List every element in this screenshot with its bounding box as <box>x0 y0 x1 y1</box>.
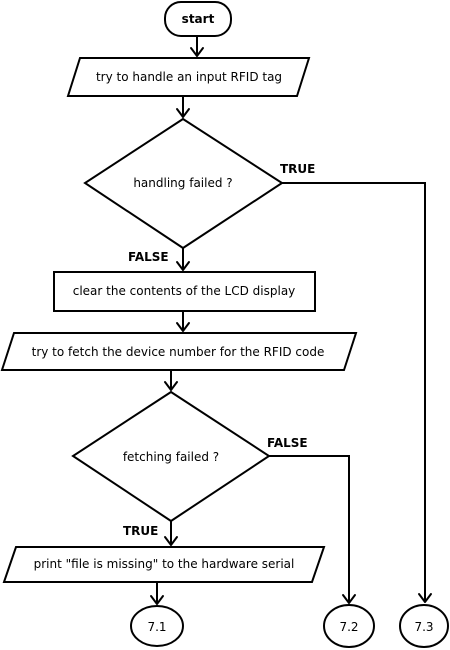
clear-lcd-node: clear the contents of the LCD display <box>53 271 316 312</box>
fetching-failed-label: fetching failed ? <box>123 450 219 464</box>
handling-false-label: FALSE <box>128 250 169 264</box>
edge-fetching-false-to-7-2 <box>269 455 356 604</box>
edge-handling-false-to-clear <box>176 248 190 271</box>
edge-print-to-7-1 <box>150 582 164 605</box>
handle-tag-node: try to handle an input RFID tag <box>66 57 311 97</box>
edge-fetching-true-to-print <box>164 521 178 546</box>
connector-7-2-label: 7.2 <box>339 620 358 634</box>
edge-handling-true-to-7-3 <box>282 182 432 603</box>
edge-handle-to-decision <box>176 96 190 118</box>
edge-clear-to-fetch <box>176 311 190 332</box>
fetch-device-node: try to fetch the device number for the R… <box>0 332 358 371</box>
edge-start-to-handle <box>190 36 204 57</box>
handling-true-label: TRUE <box>280 162 315 176</box>
clear-lcd-label: clear the contents of the LCD display <box>73 284 296 298</box>
connector-7-1: 7.1 <box>130 605 184 647</box>
print-missing-node: print "file is missing" to the hardware … <box>2 546 326 583</box>
start-label: start <box>182 12 215 26</box>
connector-7-2: 7.2 <box>323 604 375 648</box>
start-node: start <box>164 1 232 37</box>
handle-tag-label: try to handle an input RFID tag <box>96 70 282 84</box>
connector-7-3-label: 7.3 <box>414 620 433 634</box>
connector-7-1-label: 7.1 <box>147 620 166 634</box>
fetching-true-label: TRUE <box>123 524 158 538</box>
edge-fetch-to-decision <box>164 370 178 391</box>
fetching-failed-decision: fetching failed ? <box>71 390 271 523</box>
fetch-device-label: try to fetch the device number for the R… <box>32 345 325 359</box>
handling-failed-label: handling failed ? <box>133 176 232 190</box>
connector-7-3: 7.3 <box>399 604 449 648</box>
fetching-false-label: FALSE <box>267 436 308 450</box>
handling-failed-decision: handling failed ? <box>83 117 284 250</box>
print-missing-label: print "file is missing" to the hardware … <box>34 557 295 571</box>
